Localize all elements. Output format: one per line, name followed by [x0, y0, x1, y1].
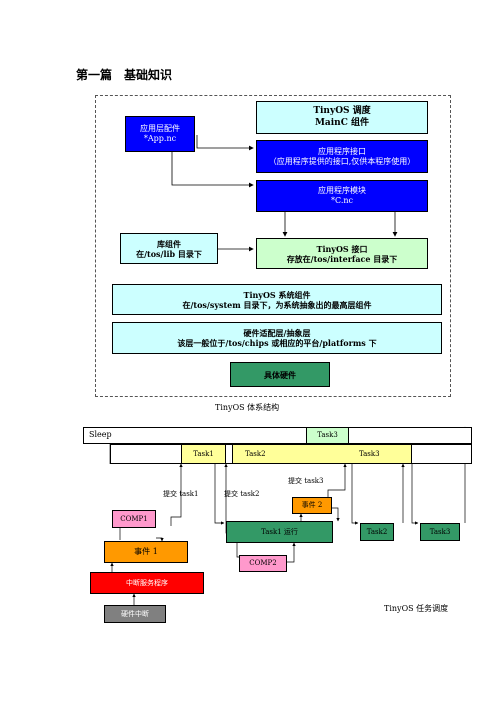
queue-task1-label: Task1 [193, 449, 214, 458]
task3-run-box: Task3 [420, 523, 460, 541]
app-module-file: *C.nc [330, 196, 353, 205]
app-interface-box: 应用程序接口 （应用程序提供的接口,仅供本程序使用） [256, 140, 428, 173]
task3-run-label: Task3 [429, 527, 451, 536]
tinyos-interface-box: TinyOS 接口 存放在/tos/interface 目录下 [256, 238, 428, 269]
hal-path: 该层一般位于/tos/chips 或相应的平台/platforms 下 [177, 338, 377, 348]
hardware-interrupt-label: 硬件中断 [121, 609, 149, 618]
app-config-label: 应用层配件 [140, 124, 180, 133]
tinyos-interface-path: 存放在/tos/interface 目录下 [286, 253, 398, 264]
tinyos-scheduler-box: TinyOS 调度 MainC 组件 [256, 101, 428, 134]
hardware-label: 具体硬件 [264, 369, 296, 380]
app-interface-label: 应用程序接口 [318, 146, 366, 156]
app-module-box: 应用程序模块 *C.nc [256, 180, 428, 212]
system-component-path: 在/tos/system 目录下，为系统抽象出的最高层组件 [182, 299, 372, 310]
sleep-label: Sleep [89, 430, 112, 439]
comp1-label: COMP1 [120, 514, 148, 523]
task3-top-label: Task3 [317, 431, 338, 440]
tinyos-interface-label: TinyOS 接口 [316, 243, 368, 254]
post-task3-label: 提交 task3 [288, 477, 324, 485]
hardware-interrupt-box: 硬件中断 [104, 605, 166, 623]
hal-box: 硬件适配层/抽象层 该层一般位于/tos/chips 或相应的平台/platfo… [112, 322, 442, 354]
event1-box: 事件 1 [104, 541, 188, 563]
app-module-label: 应用程序模块 [318, 186, 366, 195]
hardware-box: 具体硬件 [230, 362, 330, 387]
lib-component-path: 在/tos/lib 目录下 [136, 248, 202, 259]
mainc-component-label: MainC 组件 [314, 117, 370, 128]
app-config-file: *App.nc [143, 134, 177, 143]
arrow-config-module [171, 152, 254, 188]
queue-task3-label: Task3 [359, 450, 380, 458]
schedule-caption: TinyOS 任务调度 [384, 604, 449, 613]
architecture-frame [95, 95, 451, 397]
architecture-caption: TinyOS 体系结构 [215, 403, 280, 412]
task1-run-box: Task1 运行 [226, 521, 333, 543]
task1-run-label: Task1 运行 [261, 527, 298, 536]
page-heading: 第一篇基础知识 [76, 66, 172, 83]
comp1-box: COMP1 [112, 510, 156, 528]
app-interface-note: （应用程序提供的接口,仅供本程序使用） [268, 156, 416, 166]
event2-label: 事件 2 [301, 501, 323, 510]
lib-component-label: 库组件 [157, 238, 181, 249]
queue-task2-label: Task2 [245, 449, 266, 458]
task2-run-label: Task2 [366, 527, 388, 536]
event2-box: 事件 2 [292, 497, 332, 514]
app-config-box: 应用层配件 *App.nc [125, 116, 195, 152]
heading-title: 基础知识 [124, 68, 173, 82]
task2-run-box: Task2 [360, 523, 394, 541]
comp2-label: COMP2 [249, 559, 277, 568]
system-component-box: TinyOS 系统组件 在/tos/system 目录下，为系统抽象出的最高层组… [112, 284, 442, 315]
queue-task2-task3: Task2 [232, 444, 412, 464]
sleep-bar [83, 427, 472, 444]
post-task2-label: 提交 task2 [224, 490, 260, 498]
lib-component-box: 库组件 在/tos/lib 目录下 [120, 233, 218, 264]
hal-label: 硬件适配层/抽象层 [243, 328, 311, 338]
isr-label: 中断服务程序 [126, 578, 168, 587]
tinyos-scheduler-label: TinyOS 调度 [313, 106, 371, 117]
heading-part: 第一篇 [76, 68, 113, 82]
task3-top: Task3 [306, 427, 349, 444]
comp2-box: COMP2 [239, 555, 287, 572]
arrow-config-interface [196, 135, 254, 151]
system-component-label: TinyOS 系统组件 [243, 289, 311, 300]
queue-task1: Task1 [181, 444, 226, 464]
post-task1-label: 提交 task1 [163, 490, 199, 498]
event1-label: 事件 1 [134, 547, 158, 556]
isr-box: 中断服务程序 [90, 572, 204, 594]
